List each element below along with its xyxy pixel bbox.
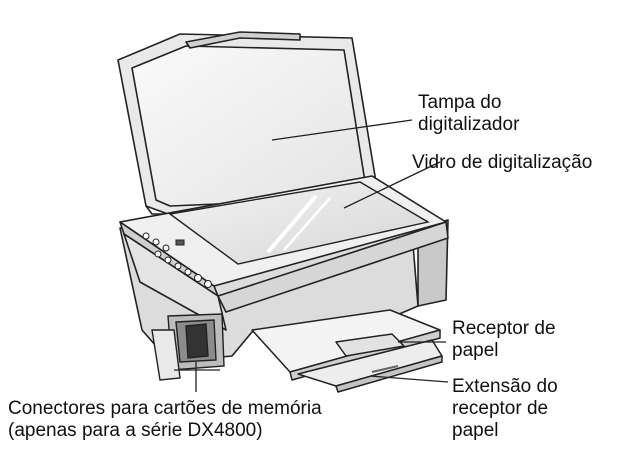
label-line: digitalizador: [418, 114, 520, 135]
label-line: Receptor de: [452, 318, 556, 339]
memory-card-slots: [151, 313, 225, 381]
label-line: Extensão do: [452, 376, 558, 397]
scanner-lid: [117, 31, 379, 215]
label-line: papel: [452, 340, 499, 361]
label-memory-card-slots: Conectores para cartões de memória (apen…: [8, 398, 322, 442]
label-paper-receiver: Receptor de papel: [452, 318, 556, 362]
scanner-glass: [168, 181, 430, 265]
control-panel-buttons: [142, 232, 212, 288]
label-line: Conectores para cartões de memória: [8, 398, 322, 419]
label-line: receptor de: [452, 398, 549, 419]
label-line: papel: [452, 420, 499, 441]
leader-line-scanner-lid: [271, 119, 413, 141]
label-line: Vidro de digitalização: [412, 152, 593, 173]
label-scanner-lid: Tampa do digitalizador: [418, 92, 519, 136]
paper-extension: [297, 339, 443, 393]
label-scanner-glass: Vidro de digitalização: [412, 152, 592, 174]
label-paper-extension: Extensão do receptor de papel: [452, 376, 558, 442]
leader-line-scanner-glass: [343, 161, 441, 209]
leader-line-paper-extension: [369, 375, 449, 383]
label-line: (apenas para a série DX4800): [8, 420, 263, 441]
leader-lines: [174, 119, 449, 392]
label-line: Tampa do: [418, 92, 502, 113]
